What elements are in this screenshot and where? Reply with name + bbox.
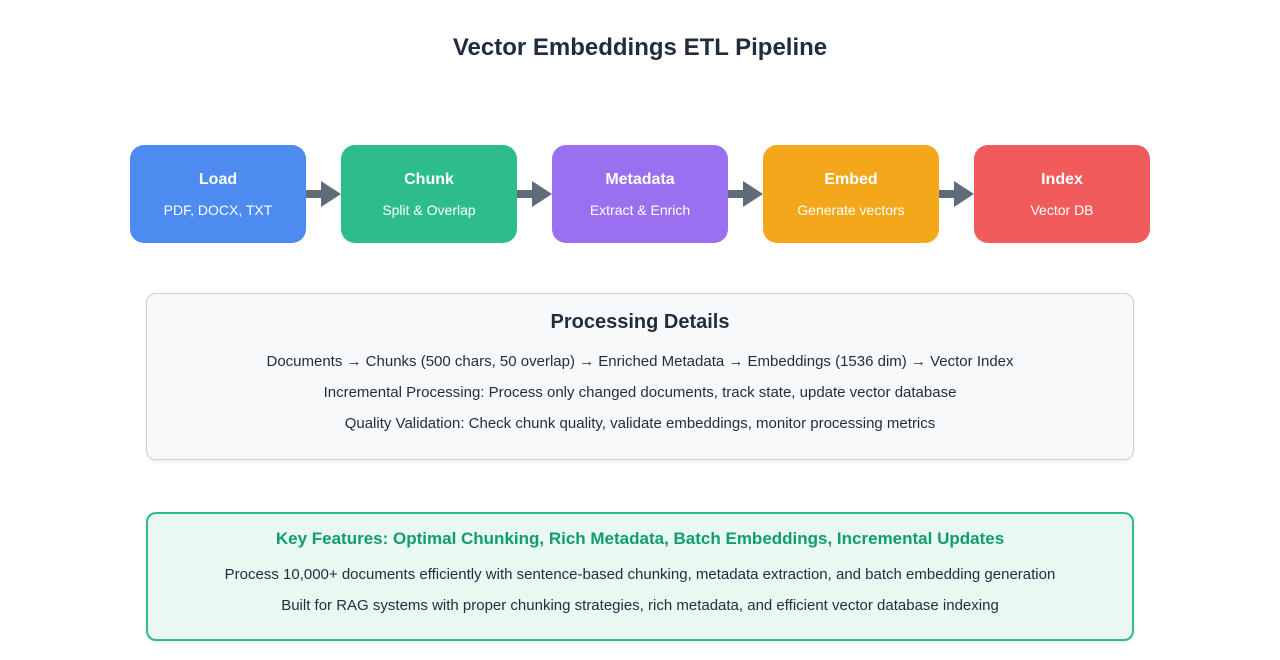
processing-details-panel: Processing Details Documents → Chunks (5… (146, 293, 1134, 460)
stage-label: Metadata (605, 170, 675, 188)
stage-sublabel: Generate vectors (797, 201, 905, 218)
processing-details-title: Processing Details (550, 311, 730, 333)
right-arrow-icon (517, 181, 552, 207)
stage-label: Load (198, 170, 238, 188)
stage-chunk: Chunk Split & Overlap (341, 145, 517, 243)
key-features-line: Process 10,000+ documents efficiently wi… (224, 566, 1056, 583)
processing-details-line: Incremental Processing: Process only cha… (323, 384, 957, 401)
stage-sublabel: Vector DB (1030, 201, 1094, 218)
page-title: Vector Embeddings ETL Pipeline (452, 34, 828, 61)
stage-sublabel: Split & Overlap (382, 201, 476, 218)
right-arrow-icon (306, 181, 341, 207)
processing-details-line: Quality Validation: Check chunk quality,… (344, 415, 936, 432)
key-features-line: Built for RAG systems with proper chunki… (281, 597, 999, 614)
stage-load: Load PDF, DOCX, TXT (130, 145, 306, 243)
stage-label: Index (1041, 170, 1083, 188)
pipeline-flow: Load PDF, DOCX, TXT Chunk Split & Overla… (0, 145, 1280, 243)
stage-metadata: Metadata Extract & Enrich (552, 145, 728, 243)
key-features-title: Key Features: Optimal Chunking, Rich Met… (275, 529, 1005, 548)
right-arrow-icon (728, 181, 763, 207)
stage-label: Chunk (404, 170, 454, 188)
stage-sublabel: PDF, DOCX, TXT (163, 201, 273, 218)
processing-details-line: Documents → Chunks (500 chars, 50 overla… (266, 353, 1014, 370)
stage-sublabel: Extract & Enrich (589, 201, 691, 218)
stage-label: Embed (824, 170, 878, 188)
stage-embed: Embed Generate vectors (763, 145, 939, 243)
key-features-panel: Key Features: Optimal Chunking, Rich Met… (146, 512, 1134, 641)
stage-index: Index Vector DB (974, 145, 1150, 243)
right-arrow-icon (939, 181, 974, 207)
